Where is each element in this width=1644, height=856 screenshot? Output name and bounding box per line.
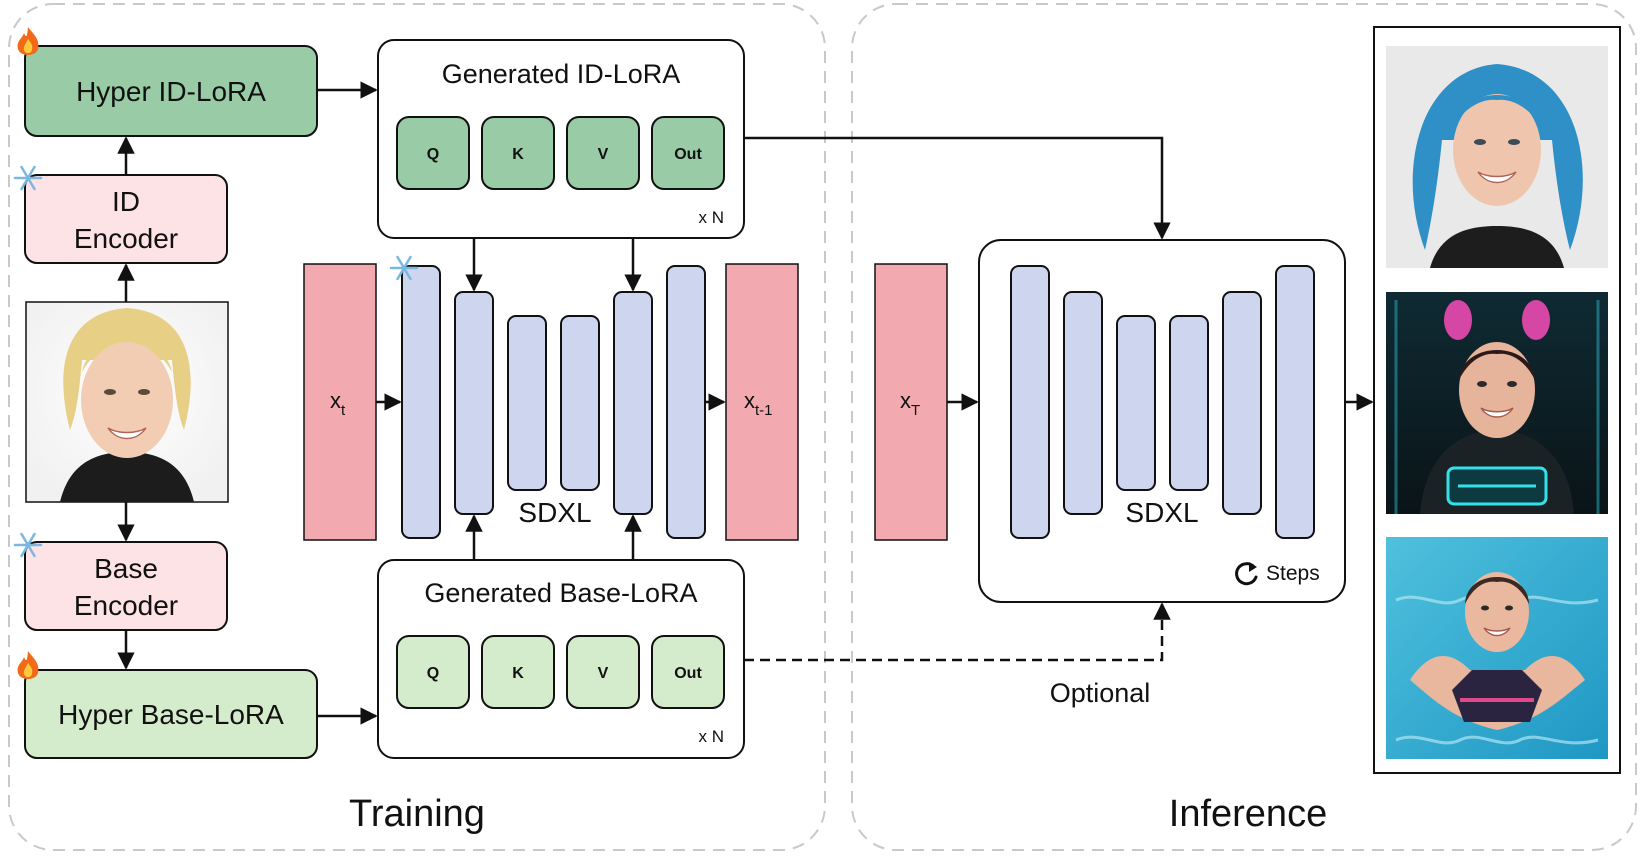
training-unet-block-1 <box>401 265 441 539</box>
base-lora-module-v: V <box>566 635 640 709</box>
snowflake-icon <box>13 532 43 558</box>
inference-unet-block-3 <box>1116 315 1156 491</box>
generated-base-lora-title: Generated Base-LoRA <box>424 578 697 608</box>
training-frame <box>8 3 826 851</box>
hyper-base-lora-box <box>24 669 318 759</box>
hyper-id-lora-label: Hyper ID-LoRA <box>76 76 266 107</box>
output-image-cyberpunk <box>1386 292 1608 514</box>
svg-text:Q: Q <box>427 146 439 163</box>
snowflake-icon <box>389 255 419 281</box>
inference-unet-block-6 <box>1275 265 1315 539</box>
input-latent-xt <box>303 263 377 541</box>
snowflake-icon <box>13 165 43 191</box>
svg-text:V: V <box>598 665 609 682</box>
svg-text:Out: Out <box>674 665 702 682</box>
svg-text:V: V <box>598 146 609 163</box>
svg-text:Q: Q <box>427 665 439 682</box>
input-latent-xt-label: xt <box>330 388 346 419</box>
reference-face-image <box>25 301 229 503</box>
svg-text:K: K <box>512 665 524 682</box>
id-lora-module-out: Out <box>651 116 725 190</box>
base-encoder-label-line2: Encoder <box>74 590 178 621</box>
id-lora-repeat-label: x N <box>699 208 725 227</box>
training-unet-block-2 <box>454 291 494 515</box>
id-encoder-label-line2: Encoder <box>74 223 178 254</box>
arrow-base-lora-to-inference-optional <box>744 602 1171 662</box>
training-caption: Training <box>349 793 485 835</box>
training-sdxl-label: SDXL <box>518 497 591 528</box>
inference-caption: Inference <box>1169 793 1327 835</box>
id-encoder-label-line1: ID <box>112 186 140 217</box>
training-unet-block-4 <box>560 315 600 491</box>
training-unet-block-5 <box>613 291 653 515</box>
training-unet <box>401 265 706 539</box>
output-image-blue-hair <box>1386 46 1608 268</box>
inference-unet-block-5 <box>1222 291 1262 515</box>
hyper-base-lora-label: Hyper Base-LoRA <box>58 699 284 730</box>
inference-unet-block-1 <box>1010 265 1050 539</box>
training-unet-block-3 <box>507 315 547 491</box>
base-encoder-label-line1: Base <box>94 553 158 584</box>
output-latent-xt-1-label: xt-1 <box>744 388 773 419</box>
training-unet-block-6 <box>666 265 706 539</box>
inference-unet-block-4 <box>1169 315 1209 491</box>
inference-unet-block-2 <box>1063 291 1103 515</box>
inference-latent-xT <box>874 263 948 541</box>
fire-icon <box>17 651 39 679</box>
id-lora-module-q: Q <box>396 116 470 190</box>
base-lora-module-out: Out <box>651 635 725 709</box>
loop-arrow-icon <box>1235 562 1258 586</box>
inference-frame <box>851 3 1637 851</box>
inference-sdxl-label: SDXL <box>1125 497 1198 528</box>
id-lora-module-k: K <box>481 116 555 190</box>
fire-icon <box>17 27 39 55</box>
generated-id-lora-title: Generated ID-LoRA <box>442 59 681 89</box>
output-latent-xt-1 <box>725 263 799 541</box>
id-lora-module-v: V <box>566 116 640 190</box>
svg-text:Out: Out <box>674 146 702 163</box>
inference-unet <box>1010 265 1315 539</box>
base-lora-module-k: K <box>481 635 555 709</box>
svg-text:K: K <box>512 146 524 163</box>
arrow-id-lora-to-inference <box>744 136 1171 240</box>
output-image-swimming-pool <box>1386 537 1608 759</box>
optional-label: Optional <box>1050 678 1151 708</box>
base-lora-repeat-label: x N <box>699 727 725 746</box>
inference-latent-xT-label: xT <box>900 388 920 419</box>
inference-steps-label: Steps <box>1266 562 1320 585</box>
base-lora-module-q: Q <box>396 635 470 709</box>
